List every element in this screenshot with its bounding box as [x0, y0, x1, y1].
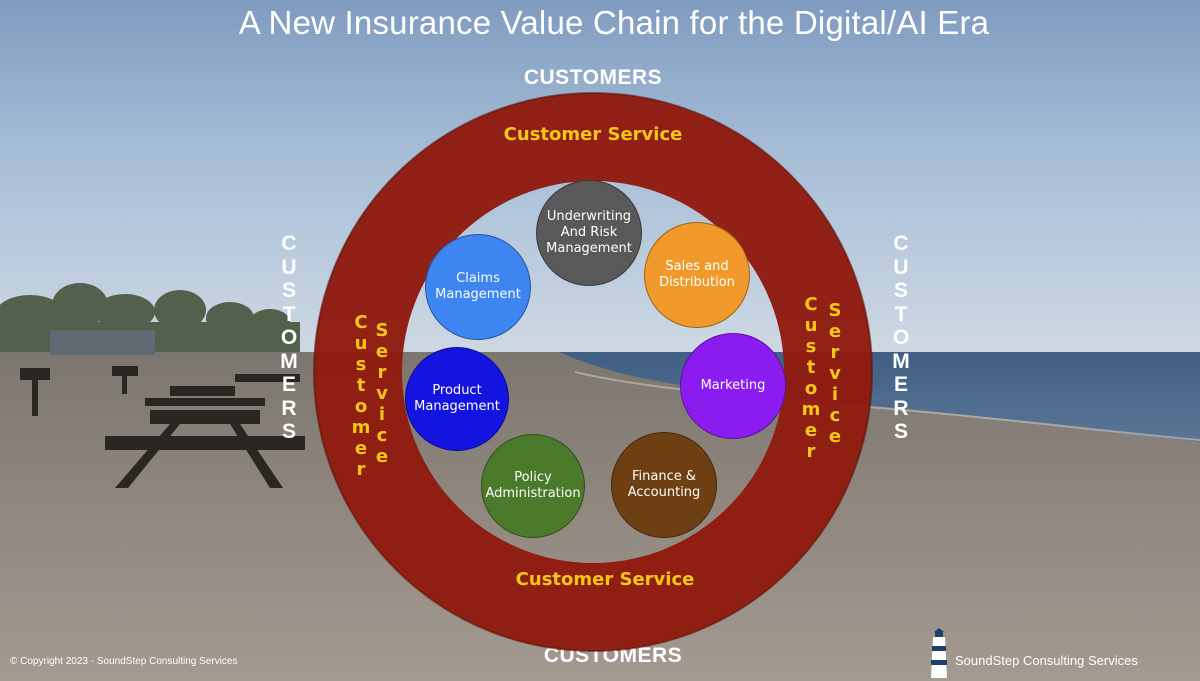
customer-service-right-service: S e r v i c e — [823, 300, 847, 447]
customer-service-label-top: Customer Service — [443, 124, 743, 145]
node-policy-administration: Policy Administration — [481, 434, 585, 538]
node-underwriting: Underwriting And Risk Management — [536, 180, 642, 286]
customer-service-right-customer: C u s t o m e r — [799, 294, 823, 462]
lighthouse-icon — [926, 628, 952, 678]
customer-service-left-service: S e r v i c e — [370, 320, 394, 467]
brand-name: SoundStep Consulting Services — [955, 653, 1138, 668]
node-marketing: Marketing — [680, 333, 786, 439]
node-sales-distribution: Sales and Distribution — [644, 222, 750, 328]
node-product-management: Product Management — [405, 347, 509, 451]
node-finance-accounting: Finance & Accounting — [611, 432, 717, 538]
copyright-text: © Copyright 2023 - SoundStep Consulting … — [10, 656, 238, 667]
node-claims-management: Claims Management — [425, 234, 531, 340]
customer-service-label-bottom: Customer Service — [455, 569, 755, 590]
